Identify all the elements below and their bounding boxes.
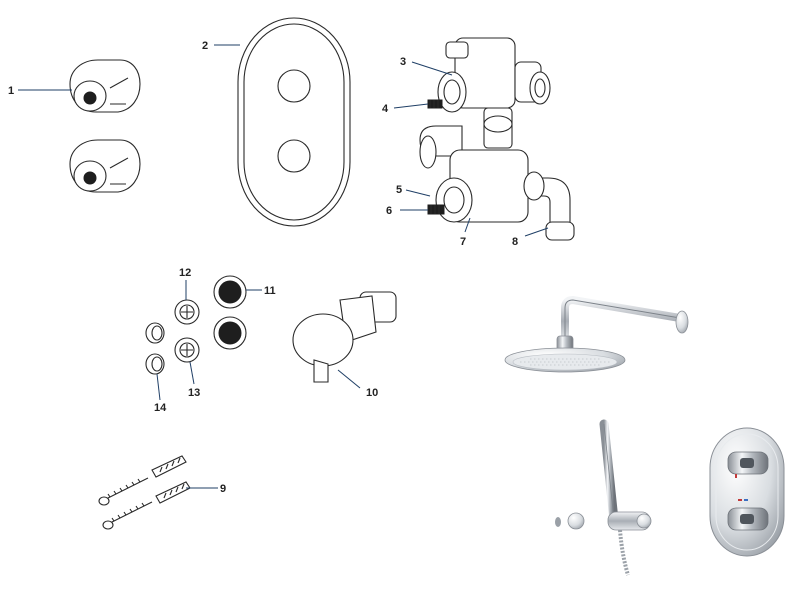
callout-9: 9 <box>220 483 226 495</box>
leader-line-13 <box>189 361 195 385</box>
callout-10: 10 <box>366 387 378 399</box>
leader-lines <box>18 44 549 489</box>
screw-upper <box>98 477 149 506</box>
thermostatic-valve-faceplate-photo <box>709 427 785 557</box>
wall-outlet-elbow <box>292 291 397 383</box>
overhead-shower-head-with-arm-photo <box>504 295 689 373</box>
concealing-faceplate <box>237 17 351 227</box>
callout-labels: 1 2 3 4 5 6 7 8 9 10 11 12 13 14 <box>8 40 518 495</box>
callout-3: 3 <box>400 56 406 68</box>
filter-washer-lower <box>213 316 247 350</box>
leader-line-5 <box>405 189 431 197</box>
shower-handset-riser-kit-photo <box>555 419 652 576</box>
leader-line-3 <box>411 61 453 76</box>
callout-8: 8 <box>512 236 518 248</box>
callout-13: 13 <box>188 387 200 399</box>
strainer-lower <box>174 337 200 363</box>
callout-11: 11 <box>264 285 276 297</box>
leader-line-8 <box>524 227 549 237</box>
sealing-ring-upper <box>145 322 165 344</box>
strainer-upper <box>174 299 200 325</box>
screws-and-wall-plugs <box>98 455 191 530</box>
callout-2: 2 <box>202 40 208 52</box>
callout-4: 4 <box>382 103 389 115</box>
sealing-ring-lower <box>145 353 165 375</box>
callout-14: 14 <box>154 402 167 414</box>
leader-line-7 <box>464 217 471 233</box>
callout-6: 6 <box>386 205 392 217</box>
wall-plug-upper <box>151 455 187 478</box>
screw-lower <box>102 501 153 530</box>
callout-1: 1 <box>8 85 14 97</box>
callout-7: 7 <box>460 236 466 248</box>
callout-5: 5 <box>396 184 402 196</box>
leader-line-14 <box>156 373 161 401</box>
wall-plug-lower <box>155 481 191 504</box>
leader-line-4 <box>393 103 429 109</box>
control-handle-upper <box>69 59 141 113</box>
thermostatic-valve-body <box>419 37 575 241</box>
control-handle-lower <box>69 139 141 193</box>
callout-12: 12 <box>179 267 191 279</box>
filter-washer-upper <box>213 275 247 309</box>
leader-line-10 <box>337 369 361 389</box>
